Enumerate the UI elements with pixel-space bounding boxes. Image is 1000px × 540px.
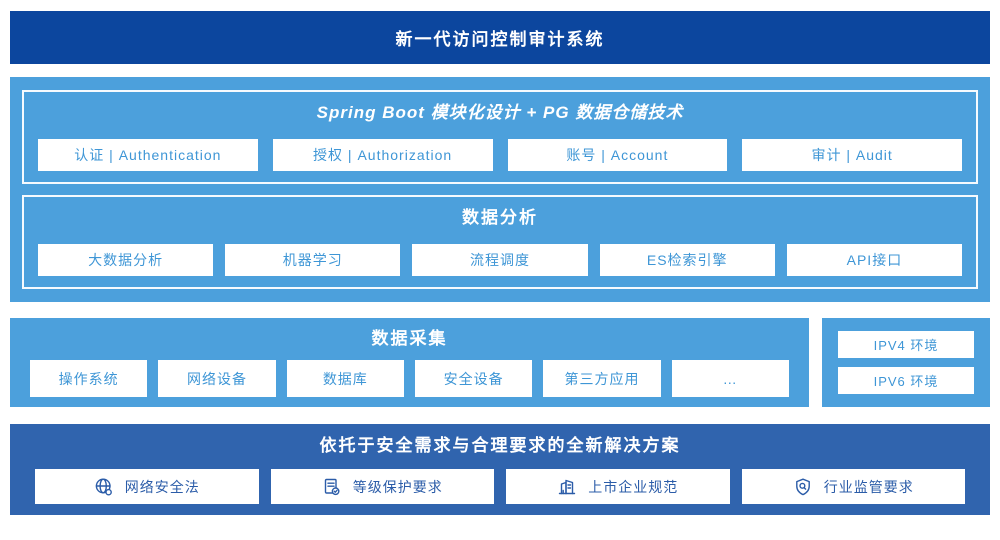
shield-search-icon: [793, 477, 813, 497]
environment-panel: IPV4 环境 IPV6 环境: [822, 318, 990, 407]
solution-classified-protection: 等级保护要求: [270, 469, 494, 504]
data-analysis-section: 数据分析 大数据分析 机器学习 流程调度 ES检索引擎 API接口: [22, 195, 978, 289]
source-security-device: 安全设备: [414, 360, 533, 397]
solution-listed-company-rules: 上市企业规范: [506, 469, 730, 504]
source-operating-system: 操作系统: [30, 360, 148, 397]
data-collection-panel: 数据采集 操作系统 网络设备 数据库 安全设备 第三方应用 …: [10, 318, 809, 407]
data-collection-title: 数据采集: [371, 329, 448, 348]
data-analysis-modules-row: 大数据分析 机器学习 流程调度 ES检索引擎 API接口: [38, 244, 963, 276]
env-ipv6: IPV6 环境: [838, 367, 974, 394]
solution-industry-supervision: 行业监管要求: [741, 469, 965, 504]
module-machine-learning: 机器学习: [225, 244, 401, 276]
solution-item-label: 网络安全法: [124, 478, 200, 495]
building-icon: [557, 477, 577, 497]
data-collection-modules-row: 操作系统 网络设备 数据库 安全设备 第三方应用 …: [30, 360, 789, 397]
springboot-modules-row: 认证 | Authentication 授权 | Authorization 账…: [38, 139, 962, 171]
source-network-device: 网络设备: [158, 360, 276, 397]
env-ipv4: IPV4 环境: [838, 331, 974, 358]
platform-panel: Spring Boot 模块化设计 + PG 数据仓储技术 认证 | Authe…: [10, 77, 990, 302]
source-third-party-app: 第三方应用: [543, 360, 661, 397]
module-api-interface: API接口: [786, 244, 963, 276]
document-check-icon: [322, 477, 342, 497]
module-audit: 审计 | Audit: [742, 139, 962, 171]
springboot-section: Spring Boot 模块化设计 + PG 数据仓储技术 认证 | Authe…: [22, 90, 978, 184]
source-database: 数据库: [286, 360, 404, 397]
solution-items-row: 网络安全法 等级保护要求: [35, 469, 965, 504]
module-authentication: 认证 | Authentication: [38, 139, 258, 171]
module-bigdata-analysis: 大数据分析: [38, 244, 214, 276]
module-authorization: 授权 | Authorization: [272, 139, 493, 171]
springboot-section-title: Spring Boot 模块化设计 + PG 数据仓储技术: [316, 103, 684, 122]
solution-item-label: 行业监管要求: [823, 478, 914, 495]
collection-row: 数据采集 操作系统 网络设备 数据库 安全设备 第三方应用 … IPV4 环境 …: [10, 318, 990, 407]
module-account: 账号 | Account: [507, 139, 728, 171]
solution-panel: 依托于安全需求与合理要求的全新解决方案 网络安全法: [10, 424, 990, 515]
module-es-search-engine: ES检索引擎: [599, 244, 775, 276]
data-analysis-title: 数据分析: [462, 208, 538, 227]
system-title: 新一代访问控制审计系统: [395, 30, 605, 49]
globe-icon: [94, 477, 114, 497]
system-title-banner: 新一代访问控制审计系统: [10, 11, 990, 64]
solution-item-label: 上市企业规范: [588, 478, 679, 495]
solution-cybersecurity-law: 网络安全法: [35, 469, 259, 504]
source-ellipsis: …: [671, 360, 789, 397]
solution-title: 依托于安全需求与合理要求的全新解决方案: [319, 436, 681, 455]
solution-item-label: 等级保护要求: [352, 478, 443, 495]
module-workflow-scheduling: 流程调度: [412, 244, 588, 276]
